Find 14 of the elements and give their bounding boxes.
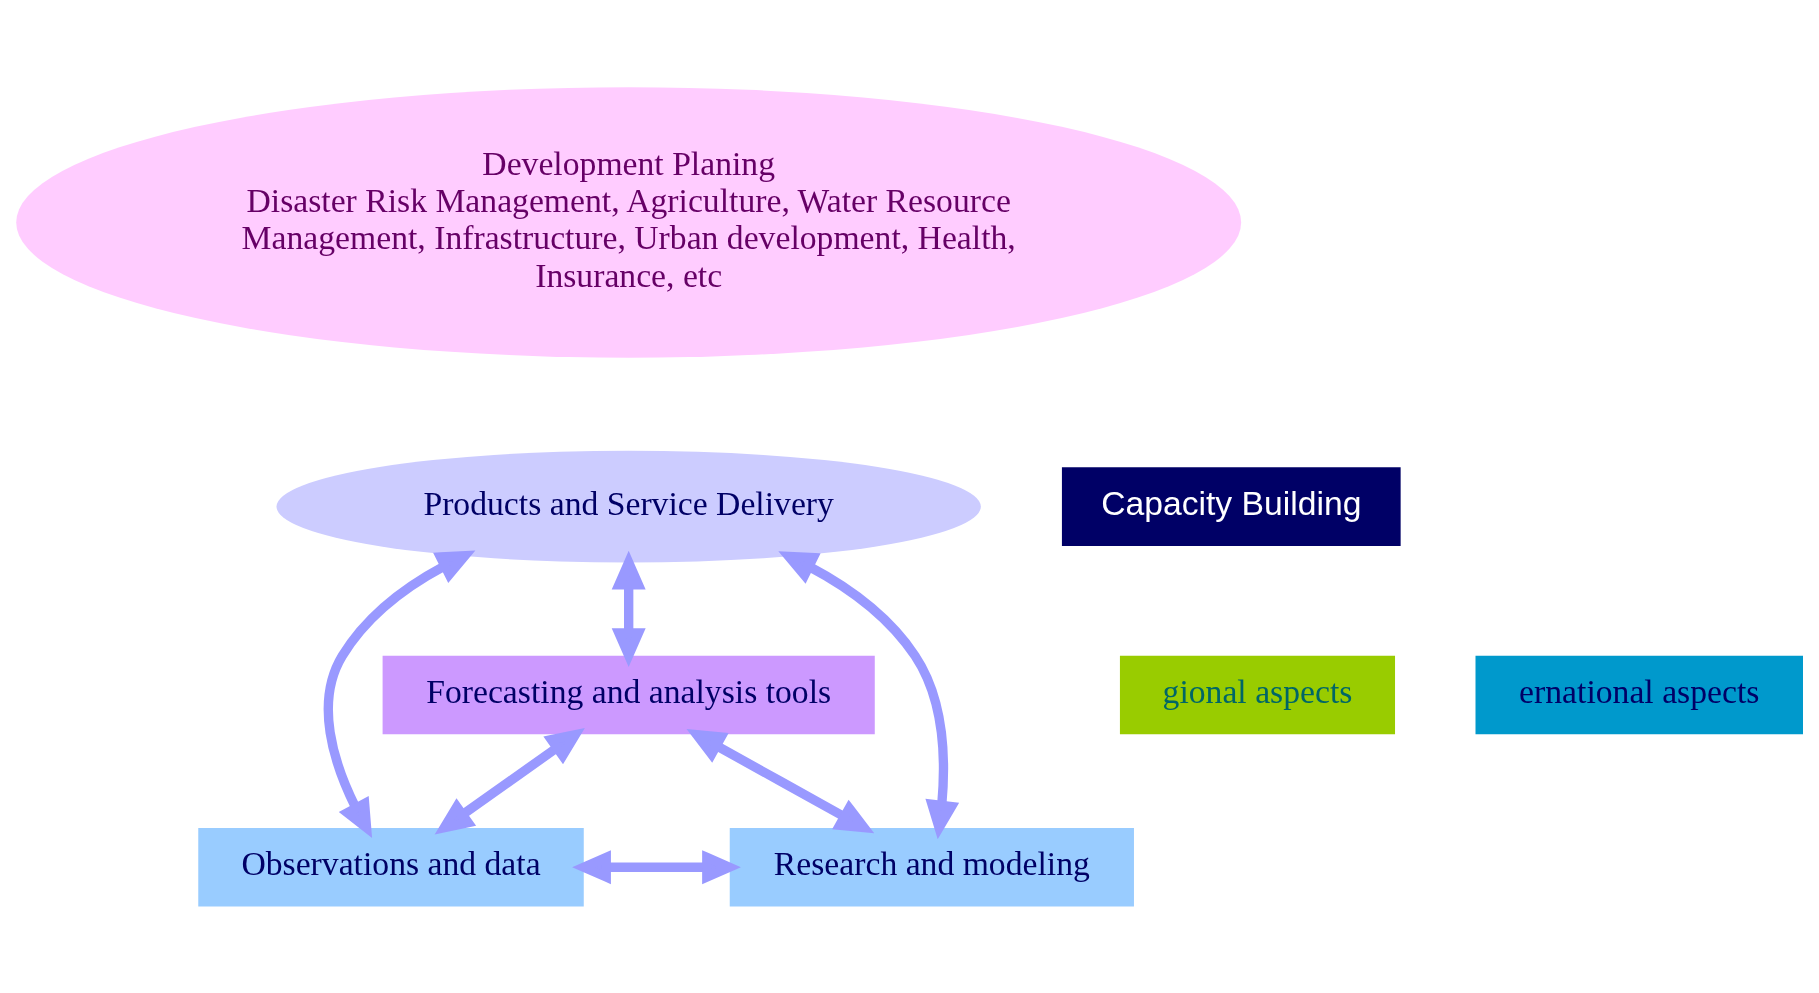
node-box: ernational aspects (1475, 655, 1803, 734)
node-box: Capacity Building (1061, 466, 1401, 546)
node-box: Research and modeling (729, 827, 1134, 906)
arrow (778, 550, 960, 839)
arrow (611, 550, 646, 667)
node-box: gional aspects (1119, 655, 1396, 734)
node-ellipse: Products and Service Delivery (276, 450, 981, 563)
arrow (323, 550, 476, 838)
arrow (434, 727, 585, 834)
node-ellipse: Development Planing Disaster Risk Management, Agriculture, Water Resource Management, Infrastructure, Urban development, Health, Insurance, etc (16, 86, 1242, 358)
arrow (572, 849, 741, 884)
node-box: Observations and data (198, 827, 584, 906)
arrow (686, 728, 875, 833)
node-box: Forecasting and analysis tools (382, 655, 875, 734)
